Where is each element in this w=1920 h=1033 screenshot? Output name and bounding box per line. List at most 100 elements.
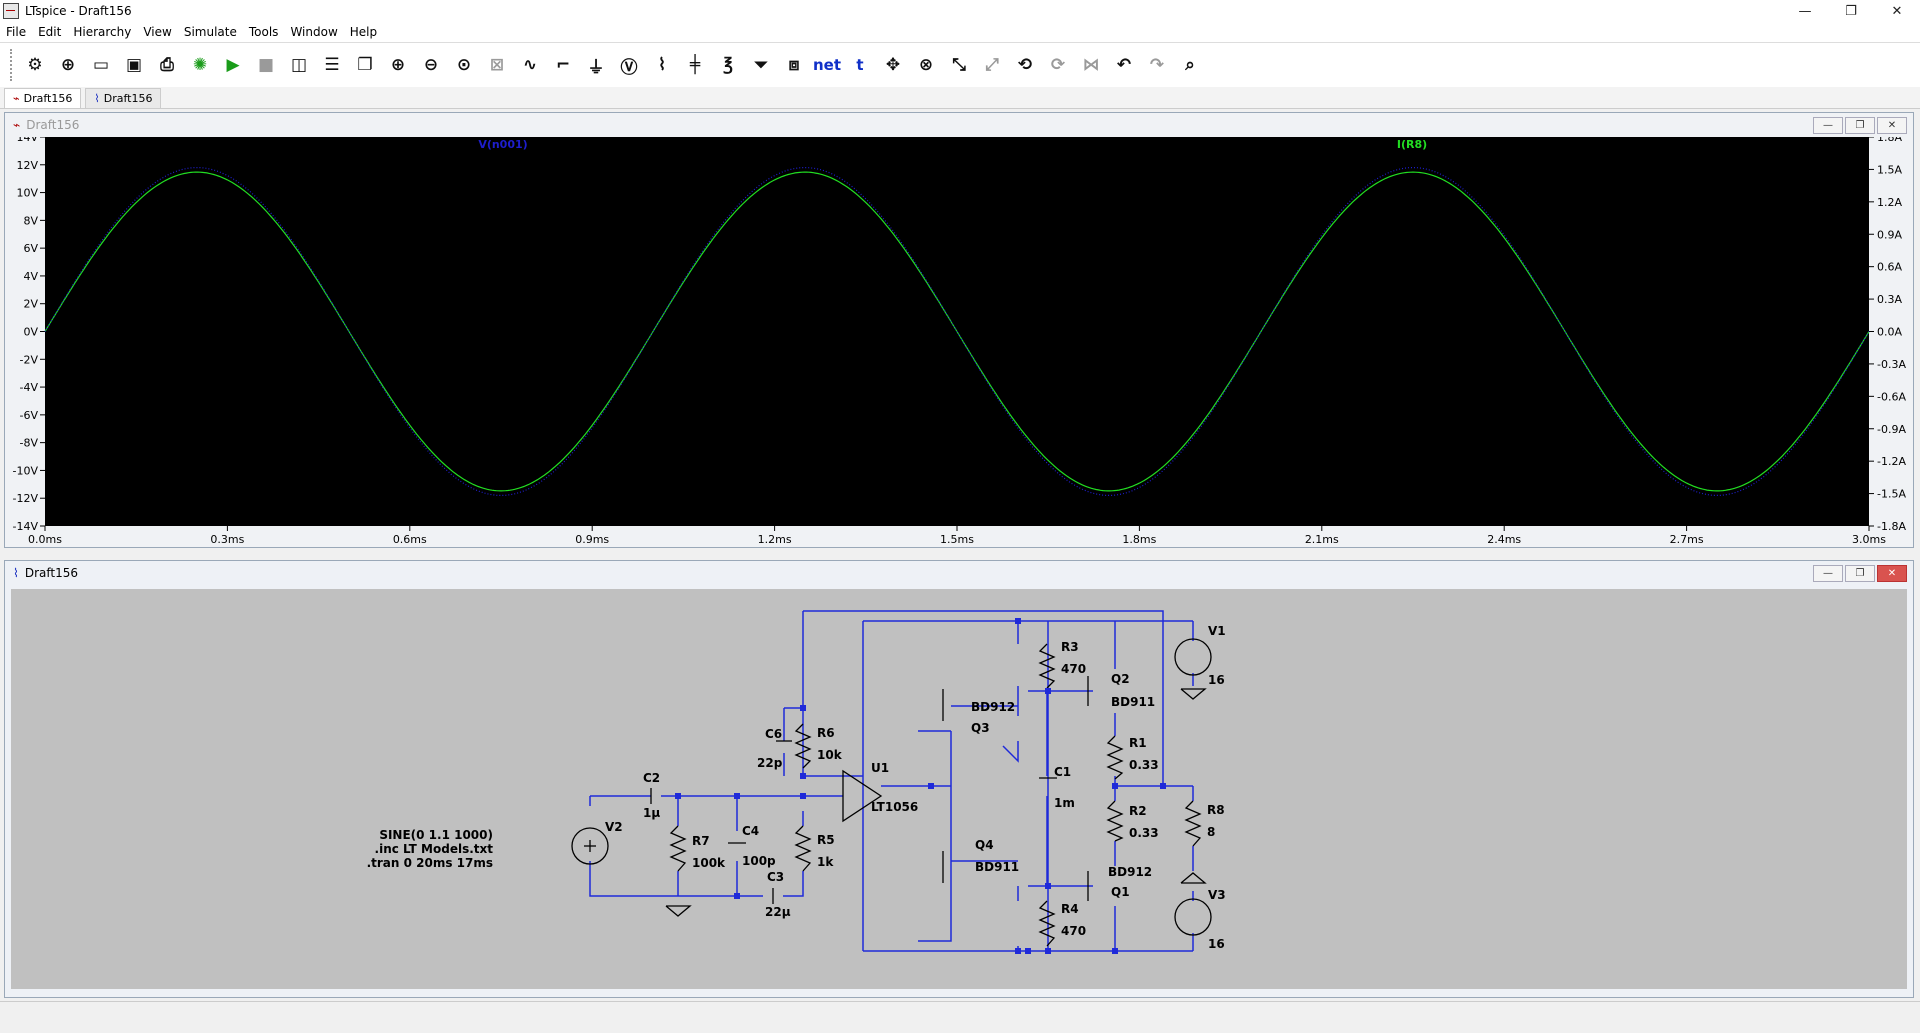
tile-horizontal-icon[interactable]: ☰: [324, 55, 340, 75]
document-tab-bar: ⌁ Draft156 ⌇ Draft156: [0, 87, 1920, 109]
window-controls: — ❐ ✕: [1782, 0, 1920, 22]
waveform-restore-button[interactable]: ❐: [1845, 117, 1875, 134]
text-icon[interactable]: t: [856, 56, 864, 74]
menu-hierarchy[interactable]: Hierarchy: [73, 25, 132, 39]
voltage-source-icon[interactable]: Ⓥ: [620, 57, 638, 78]
zoom-in-icon[interactable]: ⊕: [390, 55, 406, 75]
label-v3: V3: [1208, 888, 1226, 902]
value-r2: 0.33: [1129, 826, 1159, 840]
junction-dots: [675, 618, 1166, 954]
menu-tools[interactable]: Tools: [248, 25, 279, 39]
zoom-area-icon[interactable]: ⊠: [489, 55, 505, 75]
menu-help[interactable]: Help: [349, 25, 378, 39]
label-v2: V2: [605, 820, 623, 834]
diode-icon[interactable]: ⏷: [754, 55, 768, 75]
y-tick-label: -14V: [13, 520, 39, 533]
zoom-fit-icon[interactable]: ⊙: [456, 55, 472, 75]
control-panel-icon[interactable]: ✺: [192, 55, 208, 75]
label-c6: C6: [765, 727, 782, 741]
find-icon[interactable]: ⌕: [1185, 55, 1195, 75]
model-q3: BD912: [971, 700, 1015, 714]
waveform-close-button[interactable]: ✕: [1877, 117, 1907, 134]
schematic-minimize-button[interactable]: —: [1813, 565, 1843, 582]
voltage-source-v3-icon: [1174, 898, 1212, 936]
opamp-u1-icon: [842, 769, 883, 823]
tile-vertical-icon[interactable]: ◫: [290, 55, 308, 75]
component-icon[interactable]: ⧈: [788, 55, 800, 75]
x-tick-label: 2.4ms: [1487, 533, 1521, 545]
schematic-canvas[interactable]: SINE(0 1.1 1000) .inc LT Models.txt .tra…: [11, 589, 1907, 989]
y-tick-label: 10V: [16, 187, 38, 200]
net-label-icon[interactable]: net: [812, 56, 842, 74]
label-r1: R1: [1129, 736, 1147, 750]
schematic-close-button[interactable]: ✕: [1877, 565, 1907, 582]
y2-tick-label: -1.8A: [1877, 520, 1906, 533]
series-label-v[interactable]: V(n001): [478, 138, 527, 151]
value-v1: 16: [1208, 673, 1225, 687]
cascade-windows-icon[interactable]: ❐: [357, 55, 373, 75]
menu-window[interactable]: Window: [290, 25, 338, 39]
y-tick-label: 8V: [23, 214, 38, 227]
settings-gear-icon[interactable]: ⚙: [27, 55, 43, 75]
resistor-r3-icon: [1038, 643, 1056, 689]
waveform-minimize-button[interactable]: —: [1813, 117, 1843, 134]
tab-label: Draft156: [23, 92, 73, 105]
rotate-icon[interactable]: ⟲: [1017, 55, 1033, 75]
drag-icon[interactable]: ⤡: [952, 55, 966, 75]
zoom-out-icon[interactable]: ⊖: [423, 55, 439, 75]
menu-file[interactable]: File: [6, 25, 27, 39]
menu-view[interactable]: View: [143, 25, 172, 39]
label-q4: Q4: [975, 838, 994, 852]
flip-icon[interactable]: ⋈: [1082, 55, 1100, 75]
schematic-restore-button[interactable]: ❐: [1845, 565, 1875, 582]
component-labels: SINE(0 1.1 1000) .inc LT Models.txt .tra…: [367, 624, 1226, 951]
move-icon[interactable]: ✥: [885, 55, 901, 75]
y-tick-label: 4V: [23, 270, 38, 283]
duplicate-icon[interactable]: ⤢: [985, 55, 999, 75]
undo-icon[interactable]: ↶: [1116, 55, 1132, 75]
value-c6: 22p: [757, 756, 783, 770]
close-button[interactable]: ✕: [1891, 3, 1903, 19]
new-schematic-icon[interactable]: ⊕: [60, 55, 76, 75]
y2-tick-label: 0.3A: [1877, 293, 1902, 306]
y-tick-label: -8V: [20, 437, 39, 450]
run-icon[interactable]: ▶: [226, 55, 240, 75]
waveform-window-controls: — ❐ ✕: [1813, 117, 1907, 134]
capacitor-icon[interactable]: ╪: [689, 55, 701, 75]
menu-edit[interactable]: Edit: [38, 25, 62, 39]
ground-input-icon: [665, 905, 692, 917]
y2-tick-label: -0.6A: [1877, 390, 1906, 403]
value-r1: 0.33: [1129, 758, 1159, 772]
save-icon[interactable]: ▣: [125, 55, 143, 75]
sim-directive-line-3: .tran 0 20ms 17ms: [367, 856, 493, 870]
redo-icon[interactable]: ↷: [1149, 55, 1165, 75]
wires: [589, 610, 1194, 952]
model-q1: BD912: [1108, 865, 1152, 879]
menu-simulate[interactable]: Simulate: [183, 25, 237, 39]
print-icon[interactable]: ⎙: [160, 55, 174, 75]
tab-waveform[interactable]: ⌁ Draft156: [4, 88, 82, 108]
inductor-icon[interactable]: ℥: [723, 55, 733, 75]
x-tick-label: 3.0ms: [1852, 533, 1886, 545]
y2-tick-label: 0.9A: [1877, 228, 1902, 241]
y2-tick-label: -1.5A: [1877, 488, 1906, 501]
y2-tick-label: 0.0A: [1877, 326, 1902, 339]
tab-schematic[interactable]: ⌇ Draft156: [85, 88, 162, 108]
maximize-button[interactable]: ❐: [1845, 3, 1857, 19]
trace-v-n001: [44, 167, 1870, 496]
delete-icon[interactable]: ⊗: [918, 55, 934, 75]
open-folder-icon[interactable]: ▭: [92, 55, 110, 75]
draw-wire-icon[interactable]: ⌐: [555, 55, 571, 75]
minimize-button[interactable]: —: [1798, 3, 1812, 19]
label-r8: R8: [1207, 803, 1225, 817]
ground-icon[interactable]: ⏚: [587, 57, 605, 78]
y2-tick-label: -0.3A: [1877, 358, 1906, 371]
autorange-icon[interactable]: ∿: [522, 55, 538, 75]
waveform-plot[interactable]: V(n001) I(R8) 14V12V10V8V6V4V2V0V-2V-4V-…: [5, 137, 1911, 545]
mirror-icon[interactable]: ⟳: [1050, 55, 1066, 75]
window-title: LTspice - Draft156: [25, 4, 132, 18]
resistor-icon[interactable]: ⌇: [657, 55, 667, 75]
schematic-window-controls: — ❐ ✕: [1813, 565, 1907, 582]
series-label-i[interactable]: I(R8): [1397, 138, 1427, 151]
halt-icon[interactable]: ■: [257, 55, 275, 75]
